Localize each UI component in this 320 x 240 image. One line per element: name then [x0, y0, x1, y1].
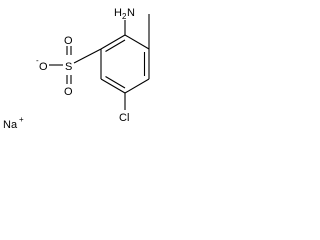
atom-amino-h: H	[114, 7, 122, 19]
bond-c6-sulfur	[73, 48, 102, 64]
benzene-ring	[100, 34, 150, 94]
bond-c4-c5	[100, 78, 126, 94]
structural-formula: H 2 N O S O - O Cl Na +	[3, 7, 150, 131]
bond-c6-c1	[100, 34, 126, 50]
double-bond-inner-c6-c1	[105, 39, 126, 52]
bond-c1-c2	[124, 34, 150, 50]
atom-sodium-charge: +	[19, 115, 24, 124]
double-bond-inner-c4-c5	[105, 76, 126, 89]
atom-oxygen-bottom: O	[64, 86, 73, 98]
atom-amino-subscript: 2	[122, 12, 127, 21]
atom-oxygen-top: O	[64, 35, 73, 47]
atom-oxygen-minus: O	[39, 61, 48, 73]
atom-sulfur: S	[65, 61, 72, 73]
atom-chlorine: Cl	[119, 112, 129, 124]
atom-sodium: Na	[3, 119, 18, 131]
bond-c3-c4	[124, 78, 150, 94]
atom-amino-n: N	[127, 7, 135, 19]
atom-oxygen-minus-charge: -	[36, 56, 39, 65]
